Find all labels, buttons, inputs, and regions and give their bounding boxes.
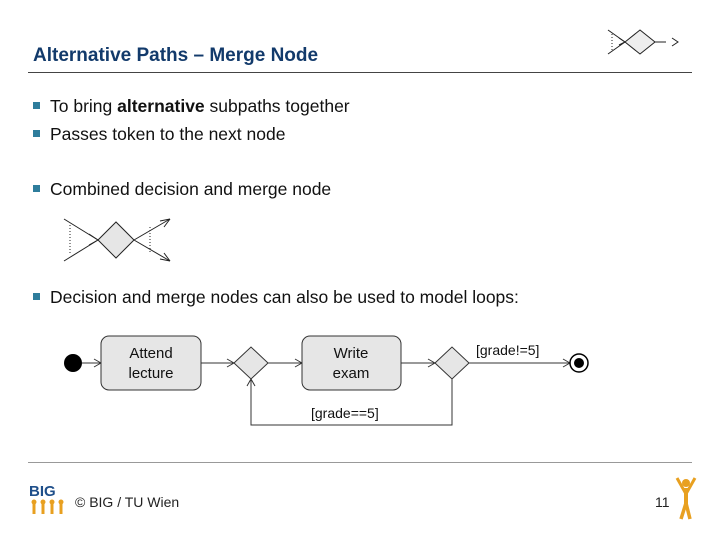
big-logo: BIG: [29, 483, 64, 514]
title-rule: [28, 72, 692, 73]
action-attend-lecture-line1: Attend: [129, 345, 172, 362]
guard-pass: [grade!=5]: [476, 342, 539, 358]
bullet-marker: [33, 184, 40, 192]
initial-node-icon: [64, 354, 82, 372]
final-node-icon: [569, 353, 589, 373]
decision-node: [434, 346, 470, 380]
page-number: 11: [655, 494, 670, 510]
merge-node: [233, 346, 269, 380]
action-write-exam-line1: Write: [334, 345, 369, 362]
stick-figure-icon: [675, 477, 697, 520]
bullet-marker: [33, 101, 40, 109]
merge-node-icon: [607, 29, 679, 55]
svg-text:BIG: BIG: [29, 483, 56, 500]
footer-copyright: © BIG / TU Wien: [75, 494, 180, 510]
bullet-marker: [33, 129, 40, 137]
guard-retry: [grade==5]: [311, 405, 379, 421]
footer-rule: [28, 462, 692, 463]
bullet-marker: [33, 292, 40, 300]
action-attend-lecture-line2: lecture: [128, 365, 173, 382]
loop-activity-diagram: Attend lecture Write exam [grade!=5] [gr…: [64, 335, 589, 426]
action-write-exam-line2: exam: [333, 365, 370, 382]
bullet-passes-token: Passes token to the next node: [33, 124, 285, 145]
bullet-alternative-subpaths: To bring alternative subpaths together: [33, 96, 350, 117]
bullet-combined-node: Combined decision and merge node: [33, 179, 331, 200]
slide-title: Alternative Paths – Merge Node: [33, 45, 319, 66]
bullet-loops: Decision and merge nodes can also be use…: [33, 287, 519, 308]
decision-merge-node-icon: [63, 218, 171, 262]
